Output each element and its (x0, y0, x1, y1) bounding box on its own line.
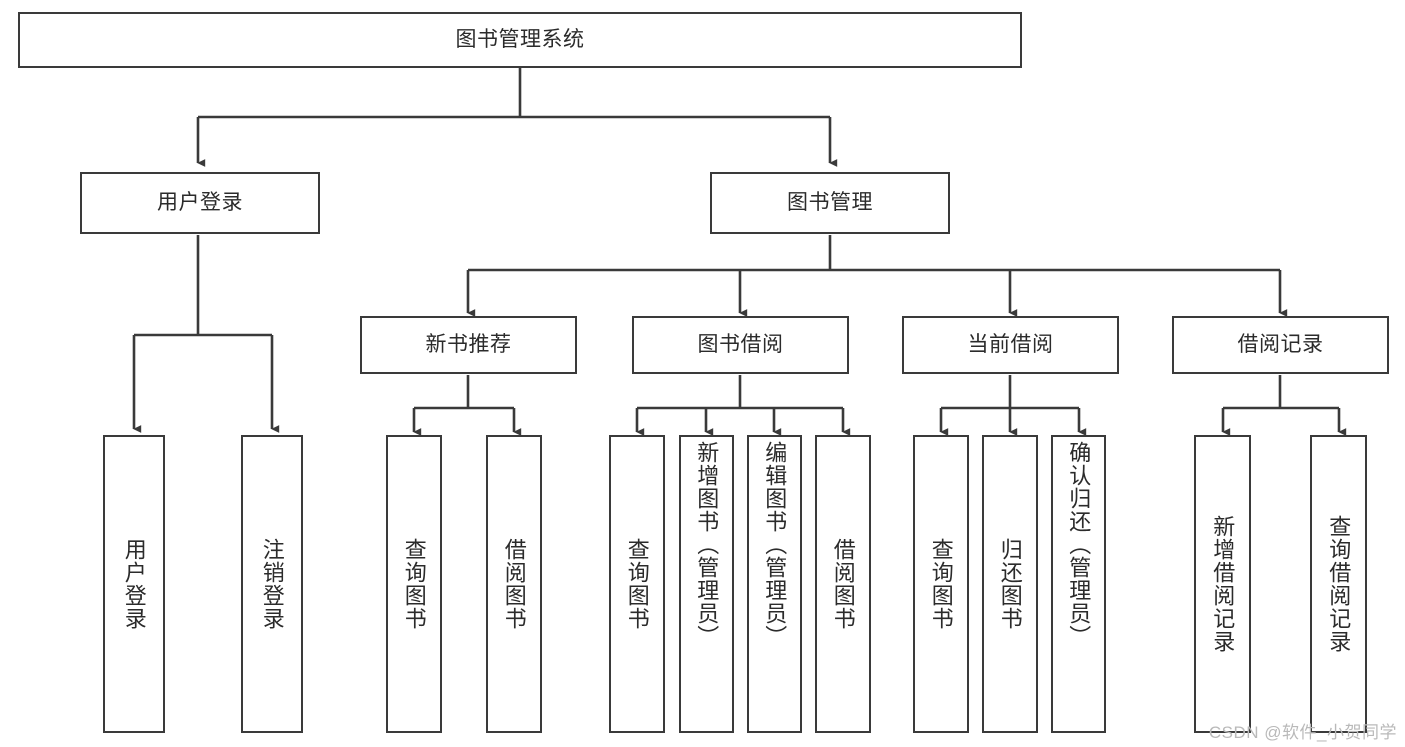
node-root[interactable]: 图书管理系统 (18, 12, 1022, 68)
node-leaf-borrow-book-label: 借阅图书 (830, 538, 856, 630)
node-user-login-label: 用户登录 (157, 191, 243, 215)
node-current-borrow-label: 当前借阅 (967, 333, 1054, 357)
node-new-book-recommend[interactable]: 新书推荐 (360, 316, 577, 374)
node-leaf-query-book-cur-label: 查询图书 (928, 538, 954, 630)
node-new-book-recommend-label: 新书推荐 (425, 333, 512, 357)
node-leaf-add-borrow-record[interactable]: 新增借阅记录 (1194, 435, 1251, 733)
node-root-label: 图书管理系统 (455, 28, 585, 52)
node-leaf-query-book-rec[interactable]: 查询图书 (386, 435, 442, 733)
node-book-borrow-label: 图书借阅 (697, 333, 784, 357)
node-leaf-logout-login-label: 注销登录 (259, 538, 285, 630)
node-book-borrow[interactable]: 图书借阅 (632, 316, 849, 374)
node-leaf-query-book-borrow-label: 查询图书 (624, 538, 650, 630)
node-current-borrow[interactable]: 当前借阅 (902, 316, 1119, 374)
node-leaf-edit-book-admin-label: 编辑图书（管理员） (762, 441, 788, 648)
node-leaf-confirm-return-admin-label: 确认归还（管理员） (1066, 441, 1092, 648)
node-borrow-record[interactable]: 借阅记录 (1172, 316, 1389, 374)
node-leaf-query-borrow-record-label: 查询借阅记录 (1326, 515, 1352, 653)
node-leaf-borrow-book-rec[interactable]: 借阅图书 (486, 435, 542, 733)
node-leaf-query-book-rec-label: 查询图书 (401, 538, 427, 630)
node-leaf-user-login-label: 用户登录 (121, 538, 147, 630)
node-book-manage-label: 图书管理 (787, 191, 873, 215)
csdn-watermark: CSDN @软件_小贺同学 (1208, 723, 1397, 742)
node-leaf-query-book-cur[interactable]: 查询图书 (913, 435, 969, 733)
node-book-manage[interactable]: 图书管理 (710, 172, 950, 234)
node-leaf-query-borrow-record[interactable]: 查询借阅记录 (1310, 435, 1367, 733)
node-leaf-borrow-book-rec-label: 借阅图书 (501, 538, 527, 630)
node-leaf-add-borrow-record-label: 新增借阅记录 (1210, 515, 1236, 653)
node-leaf-return-book[interactable]: 归还图书 (982, 435, 1038, 733)
node-leaf-confirm-return-admin[interactable]: 确认归还（管理员） (1051, 435, 1106, 733)
node-leaf-query-book-borrow[interactable]: 查询图书 (609, 435, 665, 733)
node-leaf-logout-login[interactable]: 注销登录 (241, 435, 303, 733)
node-leaf-add-book-admin[interactable]: 新增图书（管理员） (679, 435, 734, 733)
node-user-login[interactable]: 用户登录 (80, 172, 320, 234)
node-leaf-return-book-label: 归还图书 (997, 538, 1023, 630)
node-borrow-record-label: 借阅记录 (1237, 333, 1324, 357)
node-leaf-user-login[interactable]: 用户登录 (103, 435, 165, 733)
node-leaf-add-book-admin-label: 新增图书（管理员） (694, 441, 720, 648)
node-leaf-borrow-book[interactable]: 借阅图书 (815, 435, 871, 733)
node-leaf-edit-book-admin[interactable]: 编辑图书（管理员） (747, 435, 802, 733)
